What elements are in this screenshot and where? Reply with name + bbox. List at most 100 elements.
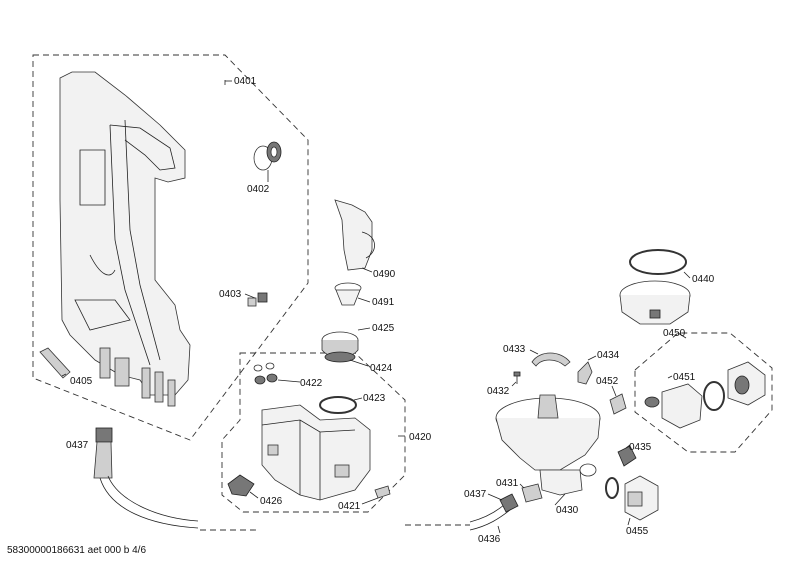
part-0452 — [609, 385, 627, 415]
side-panel-detail-a — [79, 149, 106, 206]
hose-tube-left-bottom — [107, 475, 199, 522]
label-0402: 0402 — [247, 184, 270, 195]
sump-tower — [537, 394, 559, 419]
leader-0437b — [487, 493, 503, 501]
label-0440: 0440 — [692, 274, 715, 285]
ring-0423 — [319, 396, 357, 414]
heat-pump-inlet — [644, 396, 660, 408]
clip-0421 — [374, 485, 391, 499]
side-panel-channel-inner — [124, 119, 161, 361]
panel-group-outline — [32, 54, 309, 441]
side-panel-channel-outer — [109, 124, 151, 366]
leader-0451 — [667, 375, 673, 379]
label-0424: 0424 — [370, 363, 393, 374]
seal-ring-0455 — [605, 477, 619, 499]
label-0430: 0430 — [556, 505, 579, 516]
cover-port-0440 — [649, 309, 661, 319]
leader-0490 — [361, 267, 373, 273]
hose-tube-left-top — [99, 477, 199, 529]
label-0423: 0423 — [363, 393, 386, 404]
label-0425: 0425 — [372, 323, 395, 334]
label-0405: 0405 — [70, 376, 93, 387]
part-0431 — [519, 483, 543, 503]
valve-0426 — [227, 474, 255, 497]
part-0450 — [644, 332, 703, 429]
side-panel-detail-b — [89, 254, 116, 276]
label-0420: 0420 — [409, 432, 432, 443]
hose-coupling-left — [95, 427, 113, 443]
part-0437-left-hose — [93, 427, 199, 529]
clip-0405 — [39, 347, 71, 379]
part-0451 — [667, 361, 766, 411]
cap-body — [335, 289, 361, 306]
label-0432: 0432 — [487, 386, 510, 397]
document-reference-footer: 58300000186631 aet 000 b 4/6 — [7, 545, 146, 556]
part-0422 — [253, 362, 301, 385]
fitting-0403-b — [257, 292, 268, 303]
leader-0432 — [511, 381, 517, 387]
seal-0422-a — [253, 364, 263, 372]
heat-pump-body — [661, 383, 703, 429]
hose-coupling-right — [499, 493, 519, 513]
part-0434 — [577, 355, 597, 385]
leader-0491 — [357, 297, 371, 303]
label-0455: 0455 — [626, 526, 649, 537]
leader-0430 — [554, 493, 566, 506]
sump-bowl — [495, 417, 601, 471]
panel-outlet-d — [154, 371, 164, 403]
label-0491: 0491 — [372, 297, 395, 308]
fitting-0403-a — [247, 297, 257, 307]
connector-0431 — [521, 483, 543, 503]
part-0402 — [253, 141, 282, 182]
part-0435 — [617, 444, 637, 467]
label-0422: 0422 — [300, 378, 323, 389]
sump-side-port — [579, 463, 597, 477]
label-0437a: 0437 — [66, 440, 89, 451]
side-panel-part — [59, 71, 191, 407]
hose-tube-right-bottom — [469, 509, 511, 531]
part-0490 — [334, 199, 375, 273]
leader-0440 — [683, 271, 691, 279]
seal-0422-d — [266, 373, 278, 383]
part-0425 — [321, 327, 371, 367]
hose-tube-right-top — [469, 503, 506, 523]
part-0426 — [227, 474, 259, 499]
leader-0431 — [519, 483, 525, 489]
label-0434: 0434 — [597, 350, 620, 361]
lid-ring-0424 — [324, 351, 356, 363]
label-0431: 0431 — [496, 478, 519, 489]
label-0421: 0421 — [338, 501, 361, 512]
gasket-ring-hole — [270, 146, 278, 158]
label-0451: 0451 — [673, 372, 696, 383]
funnel-body — [334, 199, 373, 271]
part-0430-sump — [495, 394, 601, 506]
panel-outlet-a — [99, 347, 111, 379]
label-0436: 0436 — [478, 534, 501, 545]
label-0490: 0490 — [373, 269, 396, 280]
sump-outlet — [539, 469, 583, 496]
assembly-outlines — [32, 54, 773, 531]
side-panel-channel-top — [109, 124, 176, 171]
leader-0421 — [361, 497, 379, 505]
part-0420-softener — [261, 404, 405, 501]
leader-0403 — [244, 293, 256, 299]
softener-port-a — [267, 444, 279, 456]
panel-outlet-e — [167, 379, 176, 407]
softener-port-b — [334, 464, 350, 478]
clip-0452 — [609, 393, 627, 415]
part-0405 — [39, 347, 71, 379]
label-0403: 0403 — [219, 289, 242, 300]
clip-0434 — [577, 361, 593, 385]
label-0450: 0450 — [663, 328, 686, 339]
pump-0455-housing — [627, 491, 643, 507]
leader-0424 — [349, 359, 369, 367]
side-panel-body — [59, 71, 191, 396]
leader-0423 — [353, 397, 363, 401]
part-labels: 0401 0402 0403 0405 0437 0490 0491 0425 … — [66, 76, 715, 545]
leader-0426 — [249, 491, 259, 499]
motor-hub-0451 — [734, 375, 750, 395]
label-0433: 0433 — [503, 344, 526, 355]
side-panel-detail-c — [74, 299, 131, 331]
panel-outlet-b — [114, 357, 130, 387]
